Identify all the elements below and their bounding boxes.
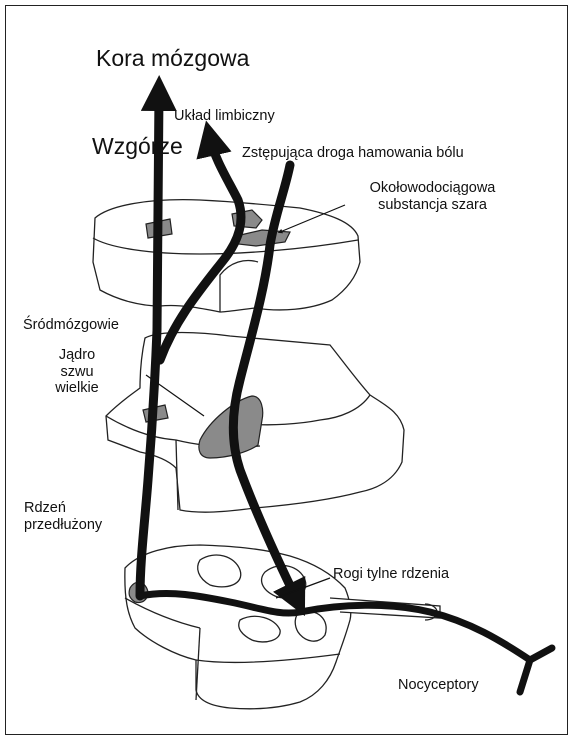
label-pag-line1: Okołowodociągowa [340,180,525,197]
nociceptor-branch-down [520,660,530,692]
label-medulla-line2: przedłużony [24,517,102,534]
label-raphe-line1: Jądro [42,347,112,364]
label-pag-line2: substancja szara [340,197,525,214]
nociceptor-branch-up [530,648,552,660]
label-cortex: Kora mózgowa [96,45,249,71]
label-raphe-magnus: Jądro szwu wielkie [42,347,112,397]
label-periaqueductal-gray: Okołowodociągowa substancja szara [340,180,525,213]
label-descending-pathway: Zstępująca droga hamowania bólu [242,145,464,162]
label-raphe-line2: szwu [42,364,112,381]
label-medulla-line1: Rdzeń [24,500,102,517]
label-thalamus: Wzgórze [92,133,183,159]
label-medulla: Rdzeń przedłużony [24,500,102,533]
label-limbic-system: Układ limbiczny [174,108,275,125]
label-midbrain: Śródmózgowie [23,317,119,334]
label-nociceptors: Nocyceptory [398,677,479,694]
label-raphe-line3: wielkie [42,380,112,397]
label-dorsal-horn: Rogi tylne rdzenia [333,566,449,583]
